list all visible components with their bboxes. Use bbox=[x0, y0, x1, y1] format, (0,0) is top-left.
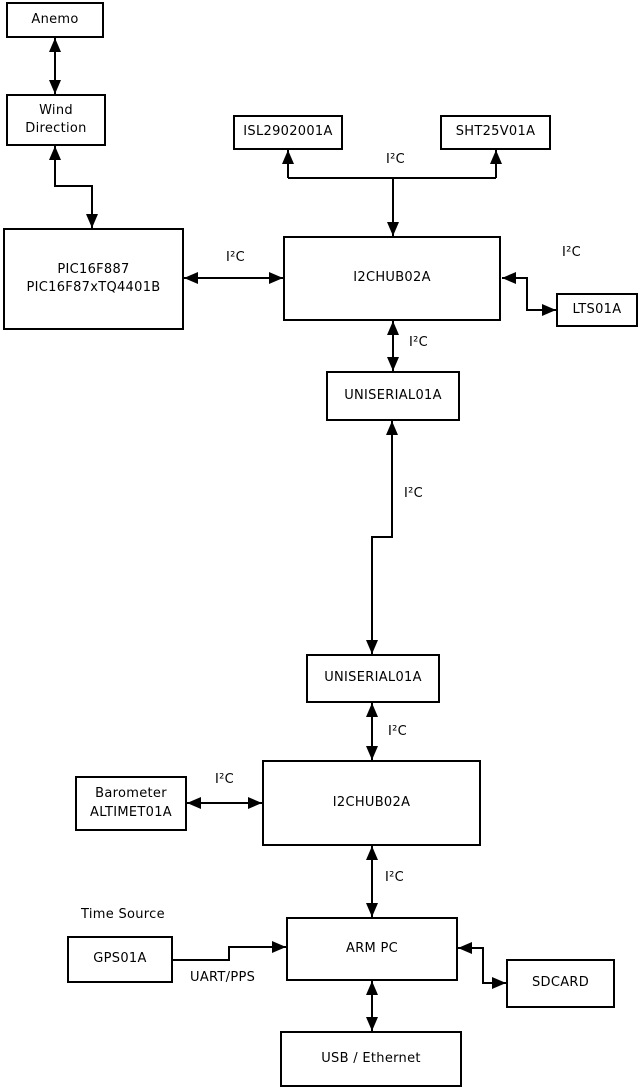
arrowhead-down bbox=[366, 1017, 378, 1031]
node-uniserial01a-bottom: UNISERIAL01A bbox=[306, 654, 440, 703]
node-lts01a-label: LTS01A bbox=[572, 301, 622, 317]
connector-uniserial2-hub2 bbox=[366, 703, 378, 760]
node-pic16f887-line2: PIC16F87xTQ4401B bbox=[26, 280, 161, 295]
arrowhead-down bbox=[86, 214, 98, 228]
arrowhead-down bbox=[49, 80, 61, 94]
node-i2chub02a-top-label: I2CHUB02A bbox=[353, 270, 431, 286]
node-barometer-line1: Barometer bbox=[95, 786, 167, 802]
arrowhead-up bbox=[387, 321, 399, 335]
node-uniserial01a-top-label: UNISERIAL01A bbox=[344, 387, 442, 403]
edge-label-i2c-hub-lts: I²C bbox=[562, 245, 582, 260]
arrowhead-right bbox=[269, 272, 283, 284]
arrowhead-down bbox=[366, 746, 378, 760]
connector-hub1-lts bbox=[502, 272, 556, 316]
arrowhead-up bbox=[366, 703, 378, 717]
node-gps01a-label: GPS01A bbox=[93, 951, 147, 967]
connector-hub1-uniserial1 bbox=[387, 321, 399, 371]
arrowhead-down bbox=[366, 640, 378, 654]
node-wind-direction: Wind Direction bbox=[6, 94, 106, 146]
connector-arm-usb bbox=[366, 981, 378, 1031]
edge-label-i2c-sensor-bus: I²C bbox=[386, 152, 406, 167]
connector-uniserial-link bbox=[366, 421, 398, 654]
arrowhead-right bbox=[542, 304, 556, 316]
node-arm-pc-label: ARM PC bbox=[346, 940, 398, 956]
arrowhead-up bbox=[282, 150, 294, 164]
node-anemo-label: Anemo bbox=[31, 11, 79, 27]
node-barometer-line2: ALTIMET01A bbox=[90, 804, 172, 820]
node-isl2902001a: ISL2902001A bbox=[233, 115, 343, 150]
node-gps01a: GPS01A bbox=[67, 936, 173, 983]
connector-barometer-hub2 bbox=[187, 797, 262, 809]
arrowhead-up bbox=[490, 150, 502, 164]
node-sdcard-label: SDCARD bbox=[531, 975, 590, 991]
node-barometer-altimet01a: Barometer ALTIMET01A bbox=[75, 776, 187, 831]
node-arm-pc: ARM PC bbox=[286, 917, 458, 981]
arrowhead-left bbox=[187, 797, 201, 809]
node-uniserial01a-top: UNISERIAL01A bbox=[326, 371, 460, 421]
node-pic16f887-line1: PIC16F887 bbox=[57, 261, 130, 277]
edge-label-i2c-barometer-hub2: I²C bbox=[215, 772, 235, 787]
arrowhead-right bbox=[492, 977, 506, 989]
arrowhead-left bbox=[458, 942, 472, 954]
node-sht25v01a-label: SHT25V01A bbox=[455, 124, 536, 140]
arrowhead-left bbox=[184, 272, 198, 284]
edge-label-uart-pps: UART/PPS bbox=[190, 970, 256, 985]
arrowhead-up bbox=[386, 421, 398, 435]
arrowhead-right bbox=[272, 941, 286, 953]
connector-hub2-arm bbox=[366, 846, 378, 917]
connector-gps-arm bbox=[173, 941, 286, 961]
node-wind-direction-line1: Wind bbox=[39, 102, 73, 118]
node-sdcard: SDCARD bbox=[506, 959, 615, 1008]
node-pic16f887: PIC16F887 PIC16F87xTQ4401B bbox=[3, 228, 184, 330]
connector-anemo-wind bbox=[49, 38, 61, 94]
connector-arm-sdcard bbox=[458, 942, 506, 989]
arrowhead-down bbox=[387, 222, 399, 236]
node-usb-ethernet-label: USB / Ethernet bbox=[321, 1050, 421, 1066]
edge-label-i2c-uniserial-hub2: I²C bbox=[388, 724, 408, 739]
node-isl2902001a-label: ISL2902001A bbox=[243, 124, 333, 140]
node-uniserial01a-bottom-label: UNISERIAL01A bbox=[324, 670, 422, 686]
connector-wind-pic bbox=[49, 146, 98, 228]
arrowhead-up bbox=[49, 38, 61, 52]
edge-label-i2c-pic-hub: I²C bbox=[226, 250, 246, 265]
arrowhead-down bbox=[387, 357, 399, 371]
node-wind-direction-line2: Direction bbox=[25, 121, 87, 136]
node-lts01a: LTS01A bbox=[556, 293, 638, 327]
arrowhead-left bbox=[502, 272, 516, 284]
edge-label-i2c-hub2-arm: I²C bbox=[385, 870, 405, 885]
edge-label-time-source: Time Source bbox=[81, 907, 165, 922]
node-anemo: Anemo bbox=[6, 2, 104, 38]
node-i2chub02a-bottom: I2CHUB02A bbox=[262, 760, 481, 846]
edge-label-i2c-hub-uniserial: I²C bbox=[409, 335, 429, 350]
edge-label-i2c-uniserial-link: I²C bbox=[404, 486, 424, 501]
node-i2chub02a-bottom-label: I2CHUB02A bbox=[332, 794, 411, 810]
arrowhead-up bbox=[366, 981, 378, 995]
node-sht25v01a: SHT25V01A bbox=[440, 115, 551, 150]
connector-pic-hub1 bbox=[184, 272, 283, 284]
arrowhead-up bbox=[366, 846, 378, 860]
arrowhead-down bbox=[366, 903, 378, 917]
arrowhead-right bbox=[248, 797, 262, 809]
node-usb-ethernet: USB / Ethernet bbox=[280, 1031, 462, 1087]
arrowhead-up bbox=[49, 146, 61, 160]
node-i2chub02a-top: I2CHUB02A bbox=[283, 236, 501, 321]
connector-sensor-bus bbox=[282, 150, 502, 236]
